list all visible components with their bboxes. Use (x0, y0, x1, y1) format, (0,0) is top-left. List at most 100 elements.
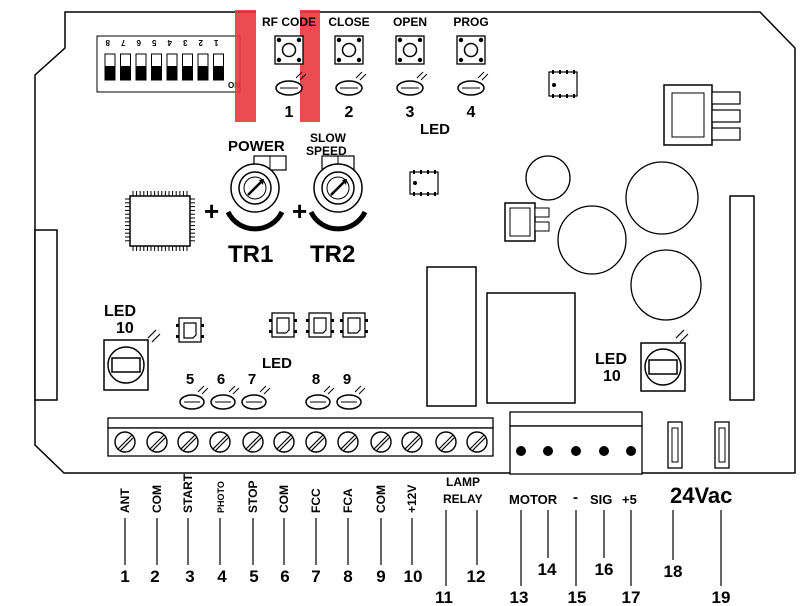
terminal-number-14: 14 (538, 560, 557, 579)
terminal-label-7: FCC (309, 488, 323, 513)
terminal-label-10: +12V (405, 485, 419, 513)
led-number-2: 2 (345, 104, 354, 121)
terminal-number-18: 18 (664, 562, 683, 581)
terminal-number-12: 12 (467, 567, 486, 586)
led-number-9: 9 (343, 371, 351, 388)
terminal-screw-6[interactable] (273, 431, 295, 453)
dip-number-5: 5 (152, 38, 157, 47)
terminal-number-7: 7 (311, 567, 320, 586)
dip-key-1[interactable] (213, 53, 224, 81)
trimmer-tr2[interactable] (308, 155, 368, 232)
button-prog[interactable]: PROG (453, 15, 489, 65)
button-label: RF CODE (262, 15, 316, 29)
button-label: PROG (453, 15, 488, 29)
dip-on-label: ON (228, 81, 240, 90)
terminal-number-4: 4 (217, 567, 227, 586)
terminal-number-17: 17 (622, 588, 641, 606)
terminal-label-1: ANT (118, 488, 132, 513)
dip-key-6[interactable] (135, 53, 147, 81)
terminal-screw-5[interactable] (242, 431, 264, 453)
transistor-3 (306, 312, 334, 338)
terminal-label-2: COM (150, 485, 164, 513)
terminal-label-4: PHOTO (216, 481, 226, 513)
led10-left-line1: LED (104, 303, 136, 320)
led-number-1: 1 (285, 104, 294, 121)
led-number-5: 5 (186, 371, 194, 388)
led-title-top: LED (420, 121, 450, 138)
board-outline (34, 11, 796, 474)
terminal-screw-9[interactable] (370, 431, 392, 453)
terminal-number-5: 5 (249, 567, 258, 586)
dip-key-7[interactable] (120, 53, 131, 81)
terminal-label-6: COM (277, 485, 291, 513)
led-8 (305, 385, 335, 410)
dip-key-4[interactable] (166, 53, 178, 81)
tr1-name: TR1 (228, 241, 273, 268)
terminal-screw-4[interactable] (209, 431, 231, 453)
led-1 (275, 71, 307, 96)
led-number-6: 6 (217, 371, 225, 388)
terminal-screw-2[interactable] (146, 431, 168, 453)
motor-pin-1[interactable] (516, 446, 526, 456)
led10-right-line1: LED (595, 351, 627, 368)
led-4 (457, 71, 489, 96)
tr2-plus-sign: + (292, 196, 307, 226)
terminal-screw-8[interactable] (337, 431, 359, 453)
motor-pin-5[interactable] (626, 446, 636, 456)
motor-pin-4[interactable] (599, 446, 609, 456)
terminal-screw-11[interactable] (435, 431, 457, 453)
button-open[interactable]: OPEN (393, 15, 427, 65)
dip-key-2[interactable] (197, 53, 209, 81)
button-label: CLOSE (328, 15, 369, 29)
motor-pin-2[interactable] (543, 446, 553, 456)
ic-small-top (548, 70, 578, 98)
led-5 (179, 385, 209, 410)
capacitor-large-bottom (630, 249, 702, 321)
led-title-mid: LED (262, 355, 292, 372)
terminal-label-9: COM (374, 485, 388, 513)
led10-left-line2: 10 (116, 320, 134, 337)
trimmer-tr1[interactable] (225, 155, 287, 232)
regulator-center (504, 202, 550, 242)
dip-number-1: 1 (214, 38, 219, 47)
terminal-number-16: 16 (595, 560, 614, 579)
dip-key-3[interactable] (182, 53, 193, 81)
motor-pin-3[interactable] (571, 446, 581, 456)
terminal-screw-10[interactable] (401, 431, 423, 453)
led10-right-line2: 10 (603, 368, 621, 385)
led-3 (396, 71, 428, 96)
tr1-caption: POWER (228, 138, 285, 155)
button-rf-code[interactable]: RF CODE (262, 15, 316, 65)
transistor-4 (340, 312, 368, 338)
terminal-number-8: 8 (343, 567, 352, 586)
terminal-screw-3[interactable] (177, 431, 199, 453)
button-close[interactable]: CLOSE (328, 15, 370, 65)
dip-number-7: 7 (121, 38, 126, 47)
terminal-number-6: 6 (280, 567, 289, 586)
dip-key-5[interactable] (151, 53, 162, 81)
plus5-label: +5 (622, 492, 637, 507)
terminal-screw-7[interactable] (305, 431, 327, 453)
terminal-block-motor (509, 411, 643, 475)
terminal-screw-1[interactable] (114, 431, 136, 453)
led10-left (103, 329, 161, 391)
terminal-number-1: 1 (120, 567, 129, 586)
terminal-number-3: 3 (185, 567, 194, 586)
led-9 (336, 385, 366, 410)
motor-label: MOTOR (509, 492, 558, 507)
terminal-number-2: 2 (150, 567, 159, 586)
terminal-screw-12[interactable] (466, 431, 488, 453)
dip-key-8[interactable] (104, 53, 116, 81)
led-number-3: 3 (406, 104, 415, 121)
led-number-8: 8 (312, 371, 320, 388)
right-connector (729, 195, 755, 401)
tr2-name: TR2 (310, 241, 355, 268)
rf-code-highlight (235, 10, 320, 122)
capacitor-medium (557, 205, 627, 275)
microcontroller-chip (125, 191, 195, 251)
led-number-4: 4 (467, 104, 476, 121)
capacitor-small (525, 155, 571, 201)
terminal-number-15: 15 (568, 588, 587, 606)
lamp-relay-line2: RELAY (443, 492, 483, 506)
